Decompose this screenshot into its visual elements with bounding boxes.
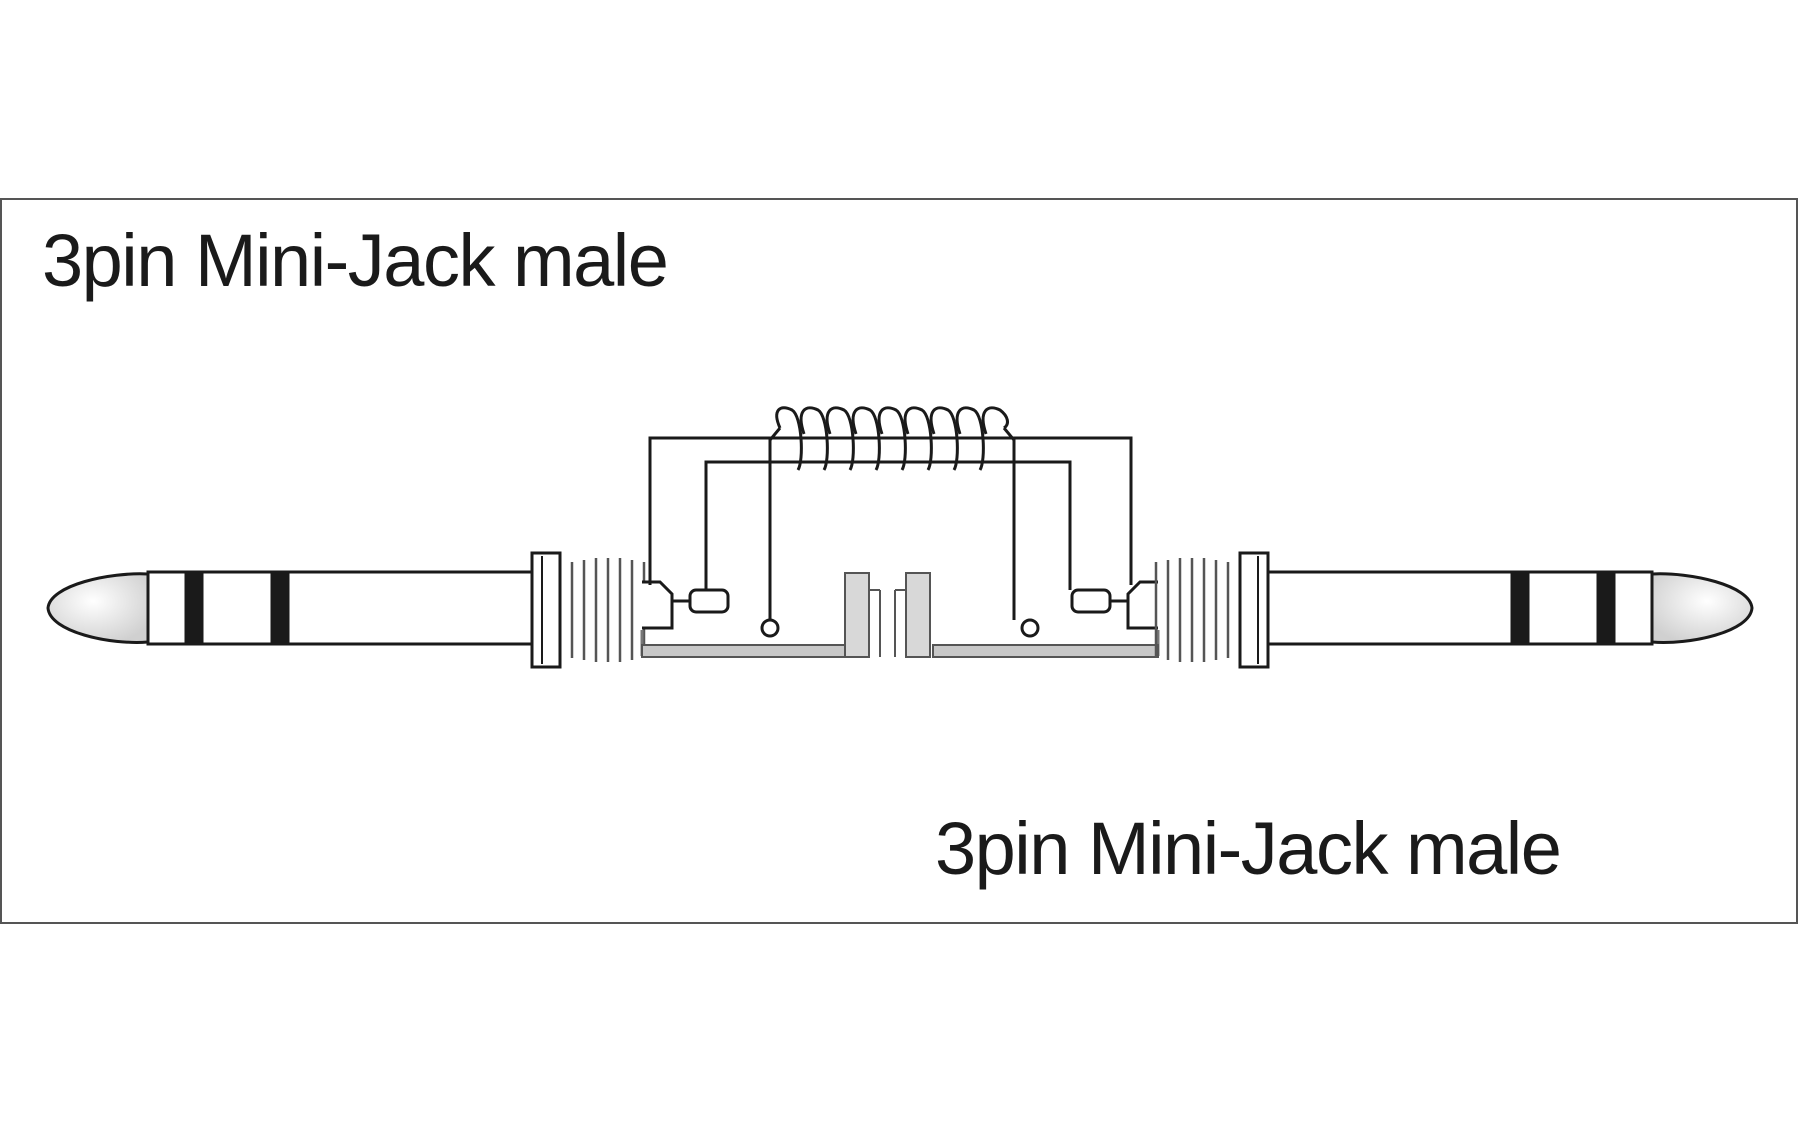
left-plug-insulator-2 [270, 570, 290, 646]
right-solder-point [1020, 618, 1040, 638]
wire-inner [704, 460, 1072, 590]
right-plug-base [932, 644, 1159, 658]
right-plug-housing [894, 572, 1160, 658]
wire-outer [648, 436, 1133, 585]
wiring [648, 427, 1133, 620]
right-plug-insulator-2 [1510, 570, 1530, 646]
right-plug-ring-section [1526, 570, 1600, 646]
left-plug-collar [530, 551, 562, 669]
border-outline [0, 198, 1798, 924]
left-jack-plug [46, 551, 562, 669]
left-plug-base [641, 644, 868, 658]
left-plug-clamp [844, 572, 870, 658]
right-plug-insulator-1 [1596, 570, 1616, 646]
right-plug-tip [1650, 572, 1754, 644]
diagram-frame [0, 198, 1798, 924]
left-plug-sleeve [286, 570, 534, 646]
left-connector-label: 3pin Mini-Jack male [42, 219, 669, 302]
left-plug-tip-section [146, 570, 188, 646]
left-solder-point [760, 618, 780, 638]
left-plug-tip [46, 572, 150, 644]
left-plug-grip [570, 558, 646, 662]
left-plug-insulator-1 [184, 570, 204, 646]
right-plug-clamp [905, 572, 931, 658]
right-plug-grip [1154, 558, 1230, 662]
right-plug-sleeve [1266, 570, 1514, 646]
right-connector-label: 3pin Mini-Jack male [935, 807, 1562, 890]
left-solder-tab [688, 588, 730, 614]
wire-center-left [768, 427, 782, 620]
right-plug-collar [1238, 551, 1270, 669]
right-solder-tab [1070, 588, 1112, 614]
wire-center-right [1002, 427, 1016, 620]
left-plug-ring-section [200, 570, 274, 646]
coiled-cable [775, 406, 1009, 471]
left-plug-housing [640, 572, 881, 658]
right-jack-plug [1238, 551, 1754, 669]
right-plug-tip-section [1612, 570, 1654, 646]
